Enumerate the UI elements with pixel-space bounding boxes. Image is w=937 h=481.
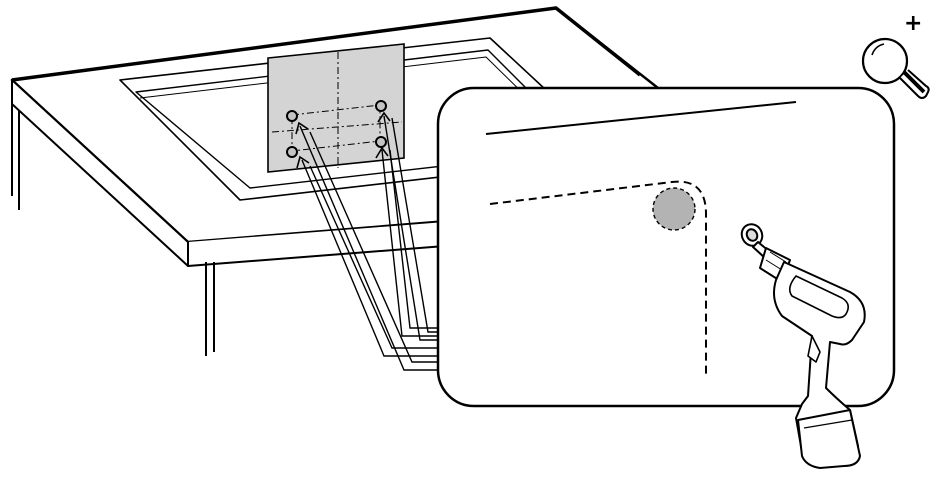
- callout-arrow: [299, 125, 438, 371]
- zoom-panel-frame: [436, 86, 896, 408]
- template-hole: [375, 100, 387, 112]
- template-hole: [286, 146, 298, 158]
- template-sheet: [267, 43, 405, 173]
- cabinet-front-post: [205, 262, 215, 356]
- zoom-in-icon: +: [861, 11, 930, 99]
- drill-icon: [740, 223, 866, 469]
- template-hole: [286, 110, 298, 122]
- zoom-detail-panel: [436, 86, 896, 408]
- zoom-cutout-dashed-line: [489, 180, 707, 378]
- magnifier-highlight: [871, 43, 885, 56]
- template-hole: [375, 136, 387, 148]
- zoom-countertop-edge: [485, 101, 797, 135]
- cabinet-left-post: [11, 104, 20, 210]
- callout-arrow: [381, 149, 438, 337]
- mounting-template: [267, 43, 405, 173]
- drill-battery: [797, 409, 861, 469]
- magnifier-lens: [861, 37, 909, 85]
- callout-arrows: [295, 111, 438, 371]
- template-holes: [286, 100, 387, 158]
- callout-arrow: [383, 115, 438, 341]
- zoom-plus-sign: +: [904, 11, 922, 36]
- callout-arrow: [301, 159, 438, 357]
- zoom-drill-mark: [652, 187, 696, 231]
